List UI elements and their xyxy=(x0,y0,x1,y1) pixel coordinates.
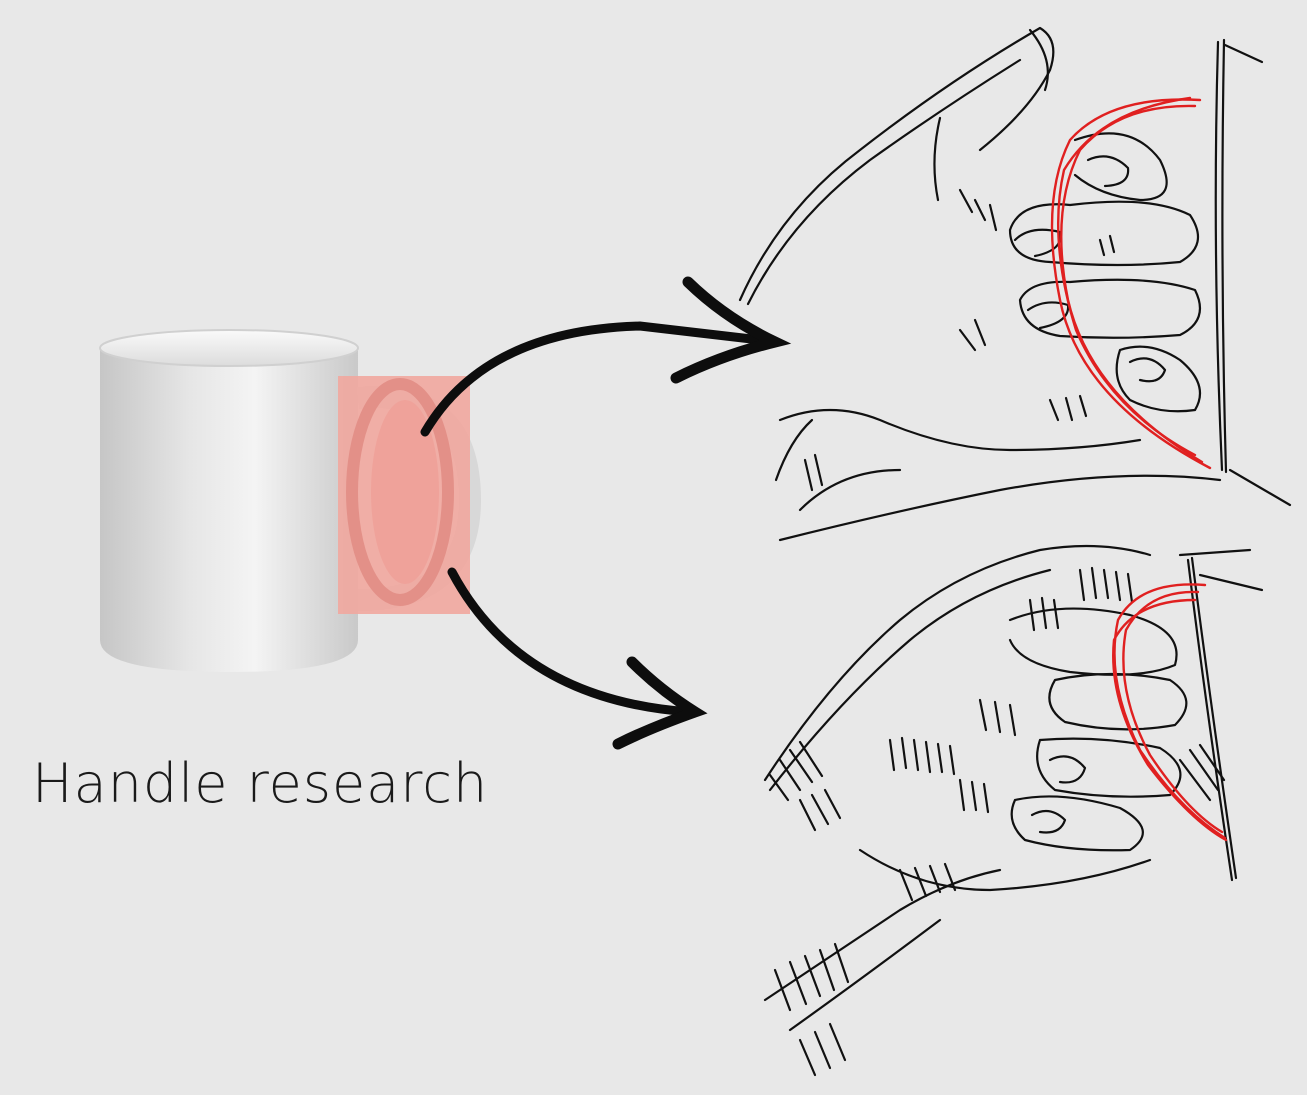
handle-highlight xyxy=(338,376,470,614)
mug-body xyxy=(100,348,358,672)
handle-outline-upper xyxy=(1052,98,1210,468)
arrow-lower-shaft xyxy=(452,572,690,712)
arrow-upper-shaft xyxy=(425,326,760,432)
hand-grip-sketch-upper xyxy=(740,28,1290,540)
diagram-caption: Handle research xyxy=(32,752,488,815)
handle-outline-lower xyxy=(1113,584,1226,840)
mug-rim xyxy=(100,330,358,366)
